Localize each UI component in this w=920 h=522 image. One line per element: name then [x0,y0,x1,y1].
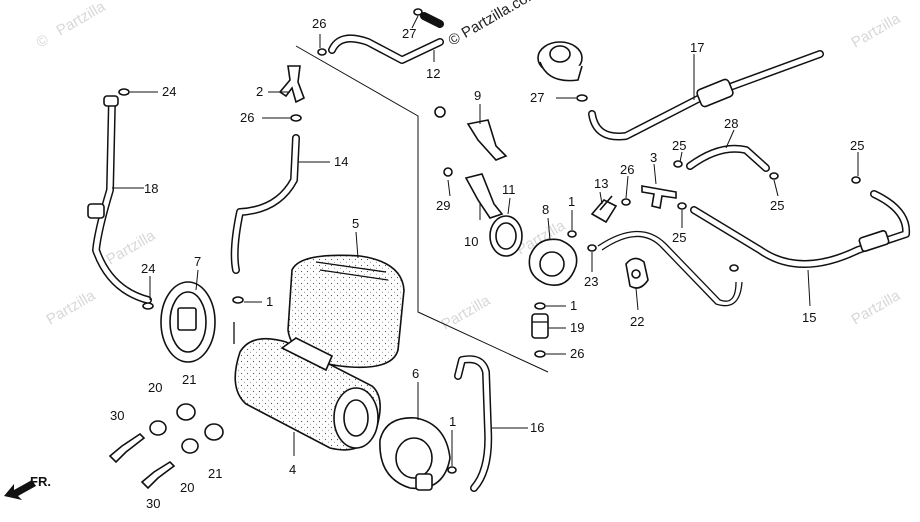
callout-26: 26 [312,16,326,31]
hose-14 [230,134,300,274]
callout-24: 24 [141,261,155,276]
valve-8 [528,238,578,286]
callout-26: 26 [240,110,254,125]
callout-25: 25 [672,138,686,153]
callout-29: 29 [436,198,450,213]
grommet-21 [176,403,224,441]
bracket-10 [443,167,504,219]
clamps [118,8,861,474]
callout-8: 8 [542,202,549,217]
callout-28: 28 [724,116,738,131]
callout-21: 21 [182,372,196,387]
pipe-15 [690,190,911,268]
callout-23: 23 [584,274,598,289]
callout-20: 20 [148,380,162,395]
callout-13: 13 [594,176,608,191]
joint-2 [278,65,306,104]
fitting-13 [590,195,618,224]
callout-2: 2 [256,84,263,99]
watermark-symbol: © [34,31,52,51]
hose-23 [597,230,743,307]
callout-25: 25 [672,230,686,245]
canister-4 [233,322,381,451]
callout-25: 25 [770,198,784,213]
callout-11: 11 [502,182,516,197]
tee-3 [641,185,677,209]
regulator [537,41,583,82]
hose-18 [87,95,152,304]
callout-14: 14 [334,154,348,169]
cap-6 [379,417,451,491]
watermark-text: Partzilla [439,292,494,334]
callout-1: 1 [266,294,273,309]
callout-1: 1 [568,194,575,209]
callout-26: 26 [620,162,634,177]
callout-24: 24 [162,84,176,99]
callout-30: 30 [146,496,160,511]
callout-1: 1 [449,414,456,429]
pipe-17 [588,50,824,141]
callout-21: 21 [208,466,222,481]
bracket-22 [625,257,649,289]
front-direction-arrow: FR. [4,474,51,500]
callout-9: 9 [474,88,481,103]
hose-16 [454,355,493,492]
callout-18: 18 [144,181,158,196]
watermark-text: Partzilla [44,287,99,329]
callout-26: 26 [570,346,584,361]
callout-17: 17 [690,40,704,55]
callout-22: 22 [630,314,644,329]
callout-12: 12 [426,66,440,81]
leader-lines [112,15,859,466]
fitting-19 [531,313,549,339]
callout-3: 3 [650,150,657,165]
band-11 [489,215,523,257]
direction-label: FR. [30,474,51,489]
watermark-text: Partzilla [54,0,109,39]
watermark-text: Partzilla [849,10,904,52]
grommet-20 [149,420,199,454]
callout-6: 6 [412,366,419,381]
bracket-ring-7 [160,281,216,363]
bolt-30 [108,432,176,490]
assembly-boundary-line [295,45,549,373]
callout-19: 19 [570,320,584,335]
callout-7: 7 [194,254,201,269]
watermark-notice: © Partzilla.com [446,0,542,49]
callout-5: 5 [352,216,359,231]
watermark-text: Partzilla [849,287,904,329]
watermark-group: © Partzilla Partzilla Partzilla Partzill… [34,0,904,333]
callout-30: 30 [110,408,124,423]
callout-16: 16 [530,420,544,435]
callout-15: 15 [802,310,816,325]
callout-labels: 24 18 24 7 2 26 14 1 5 4 6 1 16 26 27 12… [110,16,864,511]
callout-1: 1 [570,298,577,313]
callout-27: 27 [530,90,544,105]
hose-12 [328,12,444,64]
callout-25: 25 [850,138,864,153]
callout-20: 20 [180,480,194,495]
callout-4: 4 [289,462,296,477]
hose-28 [686,144,770,172]
callout-10: 10 [464,234,478,249]
callout-27: 27 [402,26,416,41]
clip-9 [434,106,508,161]
